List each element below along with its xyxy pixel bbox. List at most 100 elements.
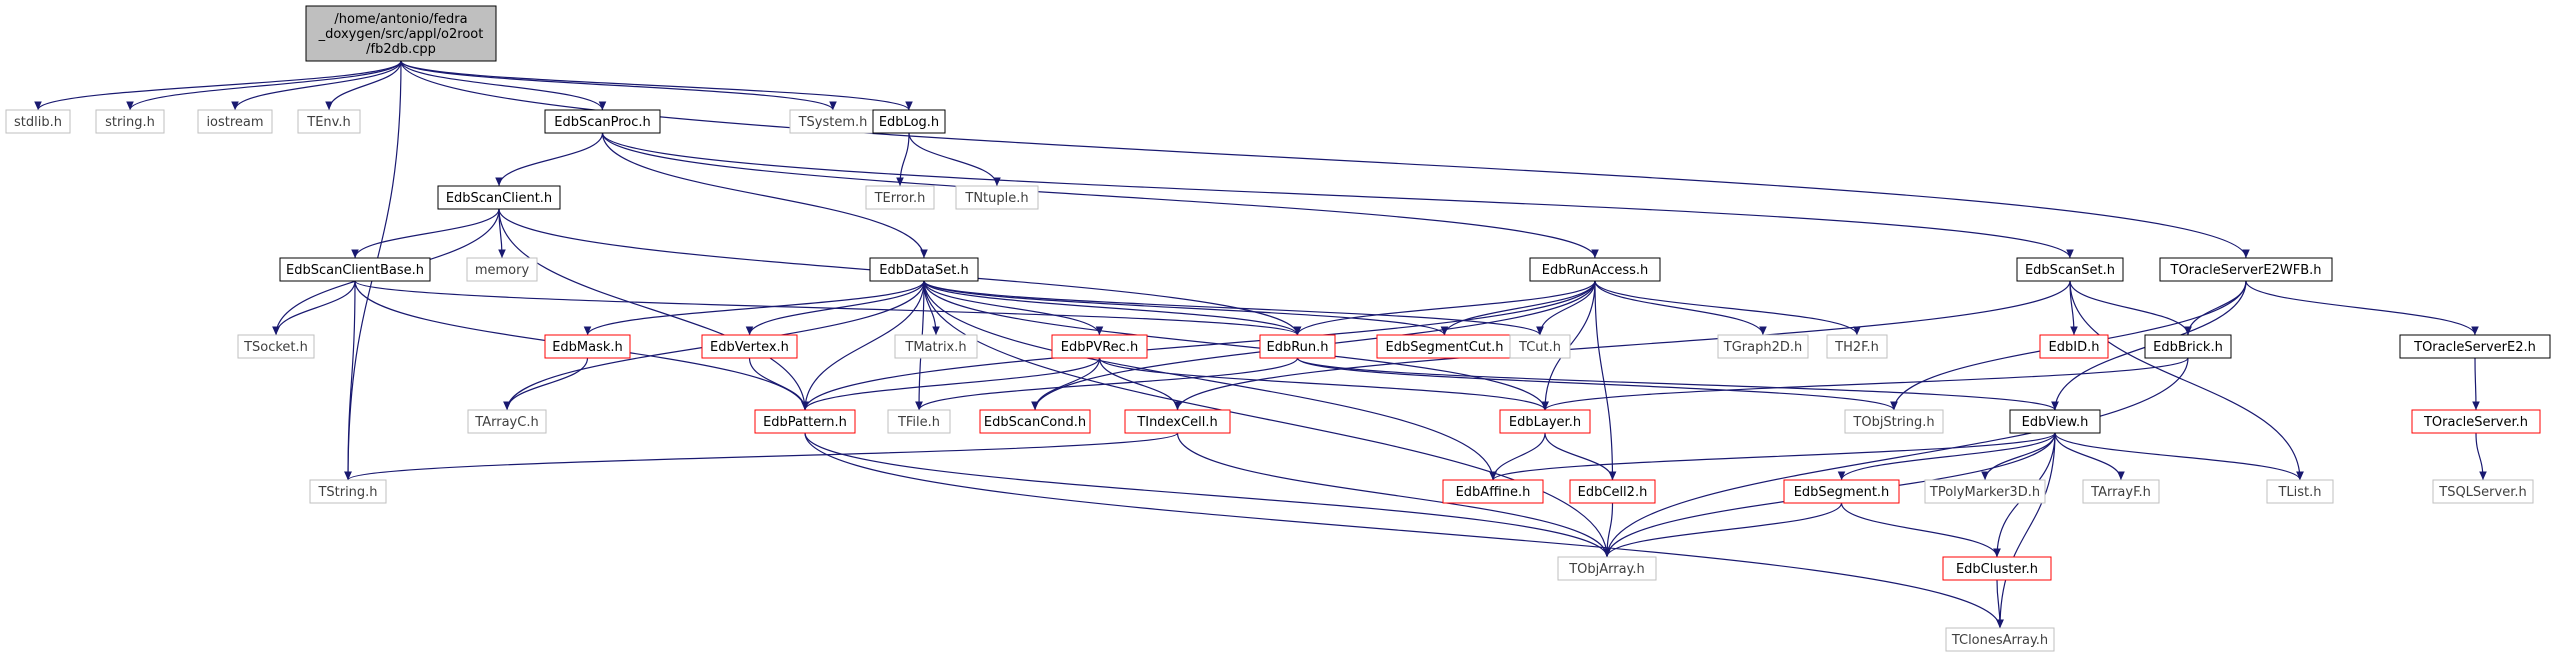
node-toracle-server-e2-wfb[interactable]: TOracleServerE2WFB.h: [2159, 257, 2333, 282]
node-layer: /home/antonio/fedra_doxygen/src/appl/o2r…: [5, 5, 2551, 652]
node-toracle-server[interactable]: TOracleServer.h: [2411, 409, 2541, 434]
edge-edb-data-set-to-edb-segment-cut: [923, 280, 1449, 336]
edge-edb-scan-client-base-to-tsocket: [272, 280, 356, 336]
node-edb-cell2[interactable]: EdbCell2.h: [1569, 479, 1656, 504]
node-tsystem: TSystem.h: [789, 109, 877, 134]
edge-edb-data-set-to-edb-run: [923, 280, 1302, 336]
node-edb-scan-proc[interactable]: EdbScanProc.h: [544, 109, 661, 134]
node-edb-scan-client[interactable]: EdbScanClient.h: [437, 185, 561, 210]
node-label: TOracleServer.h: [2423, 415, 2528, 430]
edge-edb-data-set-to-edb-pvrec: [923, 280, 1104, 336]
node-edb-vertex[interactable]: EdbVertex.h: [701, 334, 798, 359]
node-box: [1124, 409, 1231, 434]
node-label: TPolyMarker3D.h: [1929, 485, 2040, 500]
node-label: TMatrix.h: [904, 340, 966, 355]
node-tclones-array: TClonesArray.h: [1945, 627, 2055, 652]
node-box: [1924, 479, 2046, 504]
edge-edb-data-set-to-edb-layer: [923, 280, 1549, 411]
node-box: [237, 334, 315, 359]
node-box: [869, 257, 979, 282]
edge-edb-scan-client-base-to-tstring: [344, 280, 356, 481]
node-label: EdbAffine.h: [1456, 485, 1531, 500]
node-box: [865, 185, 935, 210]
node-label: EdbMask.h: [552, 340, 623, 355]
node-label: TCut.h: [1518, 340, 1561, 355]
node-stdlib: stdlib.h: [5, 109, 71, 134]
node-box: [2039, 334, 2109, 359]
edge-edb-segment-to-edb-cluster: [1840, 502, 2001, 558]
node-edb-log[interactable]: EdbLog.h: [872, 109, 946, 134]
node-edb-data-set[interactable]: EdbDataSet.h: [869, 257, 979, 282]
edge-edb-data-set-to-edb-affine: [923, 280, 1497, 481]
node-label: EdbScanProc.h: [554, 115, 650, 130]
node-label: TClonesArray.h: [1951, 633, 2048, 648]
edge-root-to-toracle-server-e2-wfb: [400, 60, 2250, 259]
edge-edb-pattern-to-tobj-array: [804, 432, 1611, 558]
edge-edb-run-access-to-edb-pattern: [801, 280, 1596, 411]
node-edb-scan-cond[interactable]: EdbScanCond.h: [979, 409, 1091, 434]
node-box: [1826, 334, 1888, 359]
node-tarray-f: TArrayF.h: [2082, 479, 2160, 504]
node-edb-mask[interactable]: EdbMask.h: [544, 334, 631, 359]
node-edb-scan-set[interactable]: EdbScanSet.h: [2016, 257, 2124, 282]
node-edb-run-access[interactable]: EdbRunAccess.h: [1529, 257, 1661, 282]
node-edb-pattern[interactable]: EdbPattern.h: [754, 409, 856, 434]
node-box: [1259, 334, 1336, 359]
edge-edb-scan-set-to-tlist: [2069, 280, 2304, 481]
node-tlist: TList.h: [2266, 479, 2334, 504]
node-th2-f: TH2F.h: [1826, 334, 1888, 359]
node-edb-view[interactable]: EdbView.h: [2009, 409, 2101, 434]
node-tfile: TFile.h: [887, 409, 951, 434]
node-tindex-cell[interactable]: TIndexCell.h: [1124, 409, 1231, 434]
node-root[interactable]: /home/antonio/fedra_doxygen/src/appl/o2r…: [305, 5, 497, 62]
node-box: [2159, 257, 2333, 282]
edge-edb-view-to-tarray-f: [2054, 432, 2125, 481]
node-label: TObjArray.h: [1568, 562, 1645, 577]
node-box: [1942, 556, 2052, 581]
node-label: /fb2db.cpp: [366, 42, 436, 57]
node-label: TArrayC.h: [474, 415, 538, 430]
edge-edb-scan-client-base-to-edb-run: [354, 280, 1302, 336]
node-edb-layer[interactable]: EdbLayer.h: [1499, 409, 1591, 434]
node-box: [197, 109, 273, 134]
edge-edb-cluster-to-tclones-array: [1996, 579, 2004, 629]
node-box: [95, 109, 165, 134]
node-edb-scan-client-base[interactable]: EdbScanClientBase.h: [279, 257, 431, 282]
edge-root-to-edb-log: [400, 60, 913, 111]
node-box: [894, 334, 978, 359]
node-label: EdbSegmentCut.h: [1385, 340, 1503, 355]
node-edb-segment[interactable]: EdbSegment.h: [1783, 479, 1900, 504]
node-label: /home/antonio/fedra: [334, 12, 467, 27]
node-edb-segment-cut[interactable]: EdbSegmentCut.h: [1376, 334, 1513, 359]
node-box: [305, 5, 497, 62]
node-tobj-array: TObjArray.h: [1557, 556, 1657, 581]
node-edb-brick[interactable]: EdbBrick.h: [2144, 334, 2232, 359]
node-edb-affine[interactable]: EdbAffine.h: [1442, 479, 1544, 504]
node-box: [872, 109, 946, 134]
node-label: EdbPVRec.h: [1061, 340, 1138, 355]
edge-edb-run-access-to-edb-cell2: [1594, 280, 1617, 481]
node-string: string.h: [95, 109, 165, 134]
edge-toracle-server-e2-to-toracle-server: [2472, 357, 2480, 411]
node-box: [2144, 334, 2232, 359]
edge-toracle-server-e2-wfb-to-edb-brick: [2184, 280, 2247, 336]
node-label: memory: [475, 263, 530, 278]
node-box: [5, 109, 71, 134]
node-label: EdbPattern.h: [763, 415, 847, 430]
edge-toracle-server-e2-wfb-to-toracle-server-e2: [2245, 280, 2479, 336]
node-toracle-server-e2[interactable]: TOracleServerE2.h: [2399, 334, 2551, 359]
node-box: [1051, 334, 1148, 359]
node-edb-pvrec[interactable]: EdbPVRec.h: [1051, 334, 1148, 359]
edge-edb-view-to-tlist: [2054, 432, 2304, 481]
node-label: EdbBrick.h: [2153, 340, 2223, 355]
node-edb-id[interactable]: EdbID.h: [2039, 334, 2109, 359]
edge-edb-data-set-to-tobj-array: [923, 280, 1611, 558]
edge-edb-scan-set-to-tindex-cell: [1173, 280, 2071, 411]
node-tstring: TString.h: [309, 479, 387, 504]
node-tcut: TCut.h: [1509, 334, 1571, 359]
edge-edb-layer-to-edb-cell2: [1544, 432, 1617, 481]
node-edb-run[interactable]: EdbRun.h: [1259, 334, 1336, 359]
node-box: [1945, 627, 2055, 652]
node-tntuple: TNtuple.h: [955, 185, 1039, 210]
node-edb-cluster[interactable]: EdbCluster.h: [1942, 556, 2052, 581]
